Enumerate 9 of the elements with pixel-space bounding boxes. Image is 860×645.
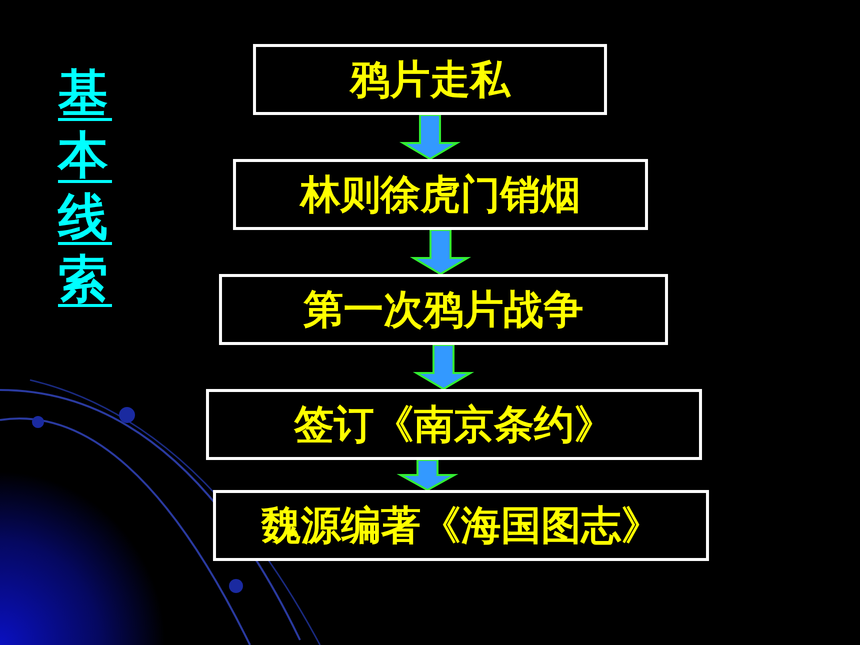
step-box: 签订《南京条约》 (206, 389, 702, 460)
step-box: 第一次鸦片战争 (219, 274, 668, 345)
down-arrow (410, 229, 472, 276)
down-arrow (396, 459, 458, 492)
step-box: 林则徐虎门销烟 (233, 159, 648, 230)
step-box: 魏源编著《海国图志》 (213, 490, 709, 561)
step-box: 鸦片走私 (253, 44, 607, 115)
down-arrow (412, 344, 474, 390)
down-arrow (399, 114, 461, 160)
